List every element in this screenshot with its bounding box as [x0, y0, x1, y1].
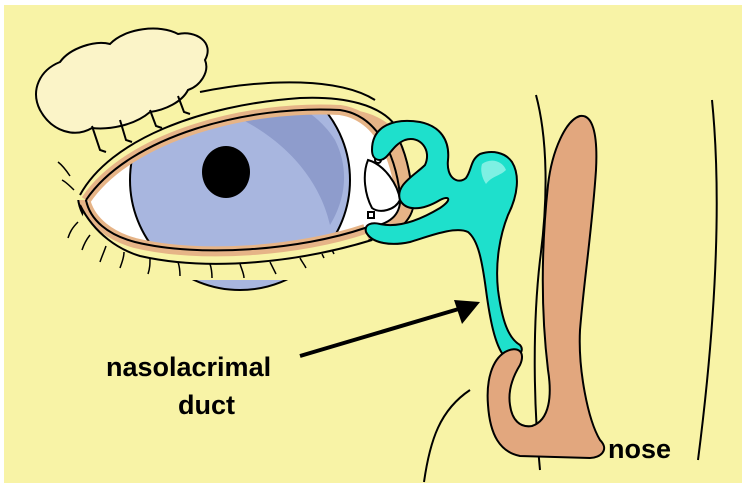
label-nasolacrimal: nasolacrimal	[106, 354, 271, 381]
lower-punctum	[368, 212, 374, 218]
pupil	[202, 146, 250, 198]
label-nose: nose	[608, 436, 671, 463]
label-duct: duct	[178, 392, 235, 419]
